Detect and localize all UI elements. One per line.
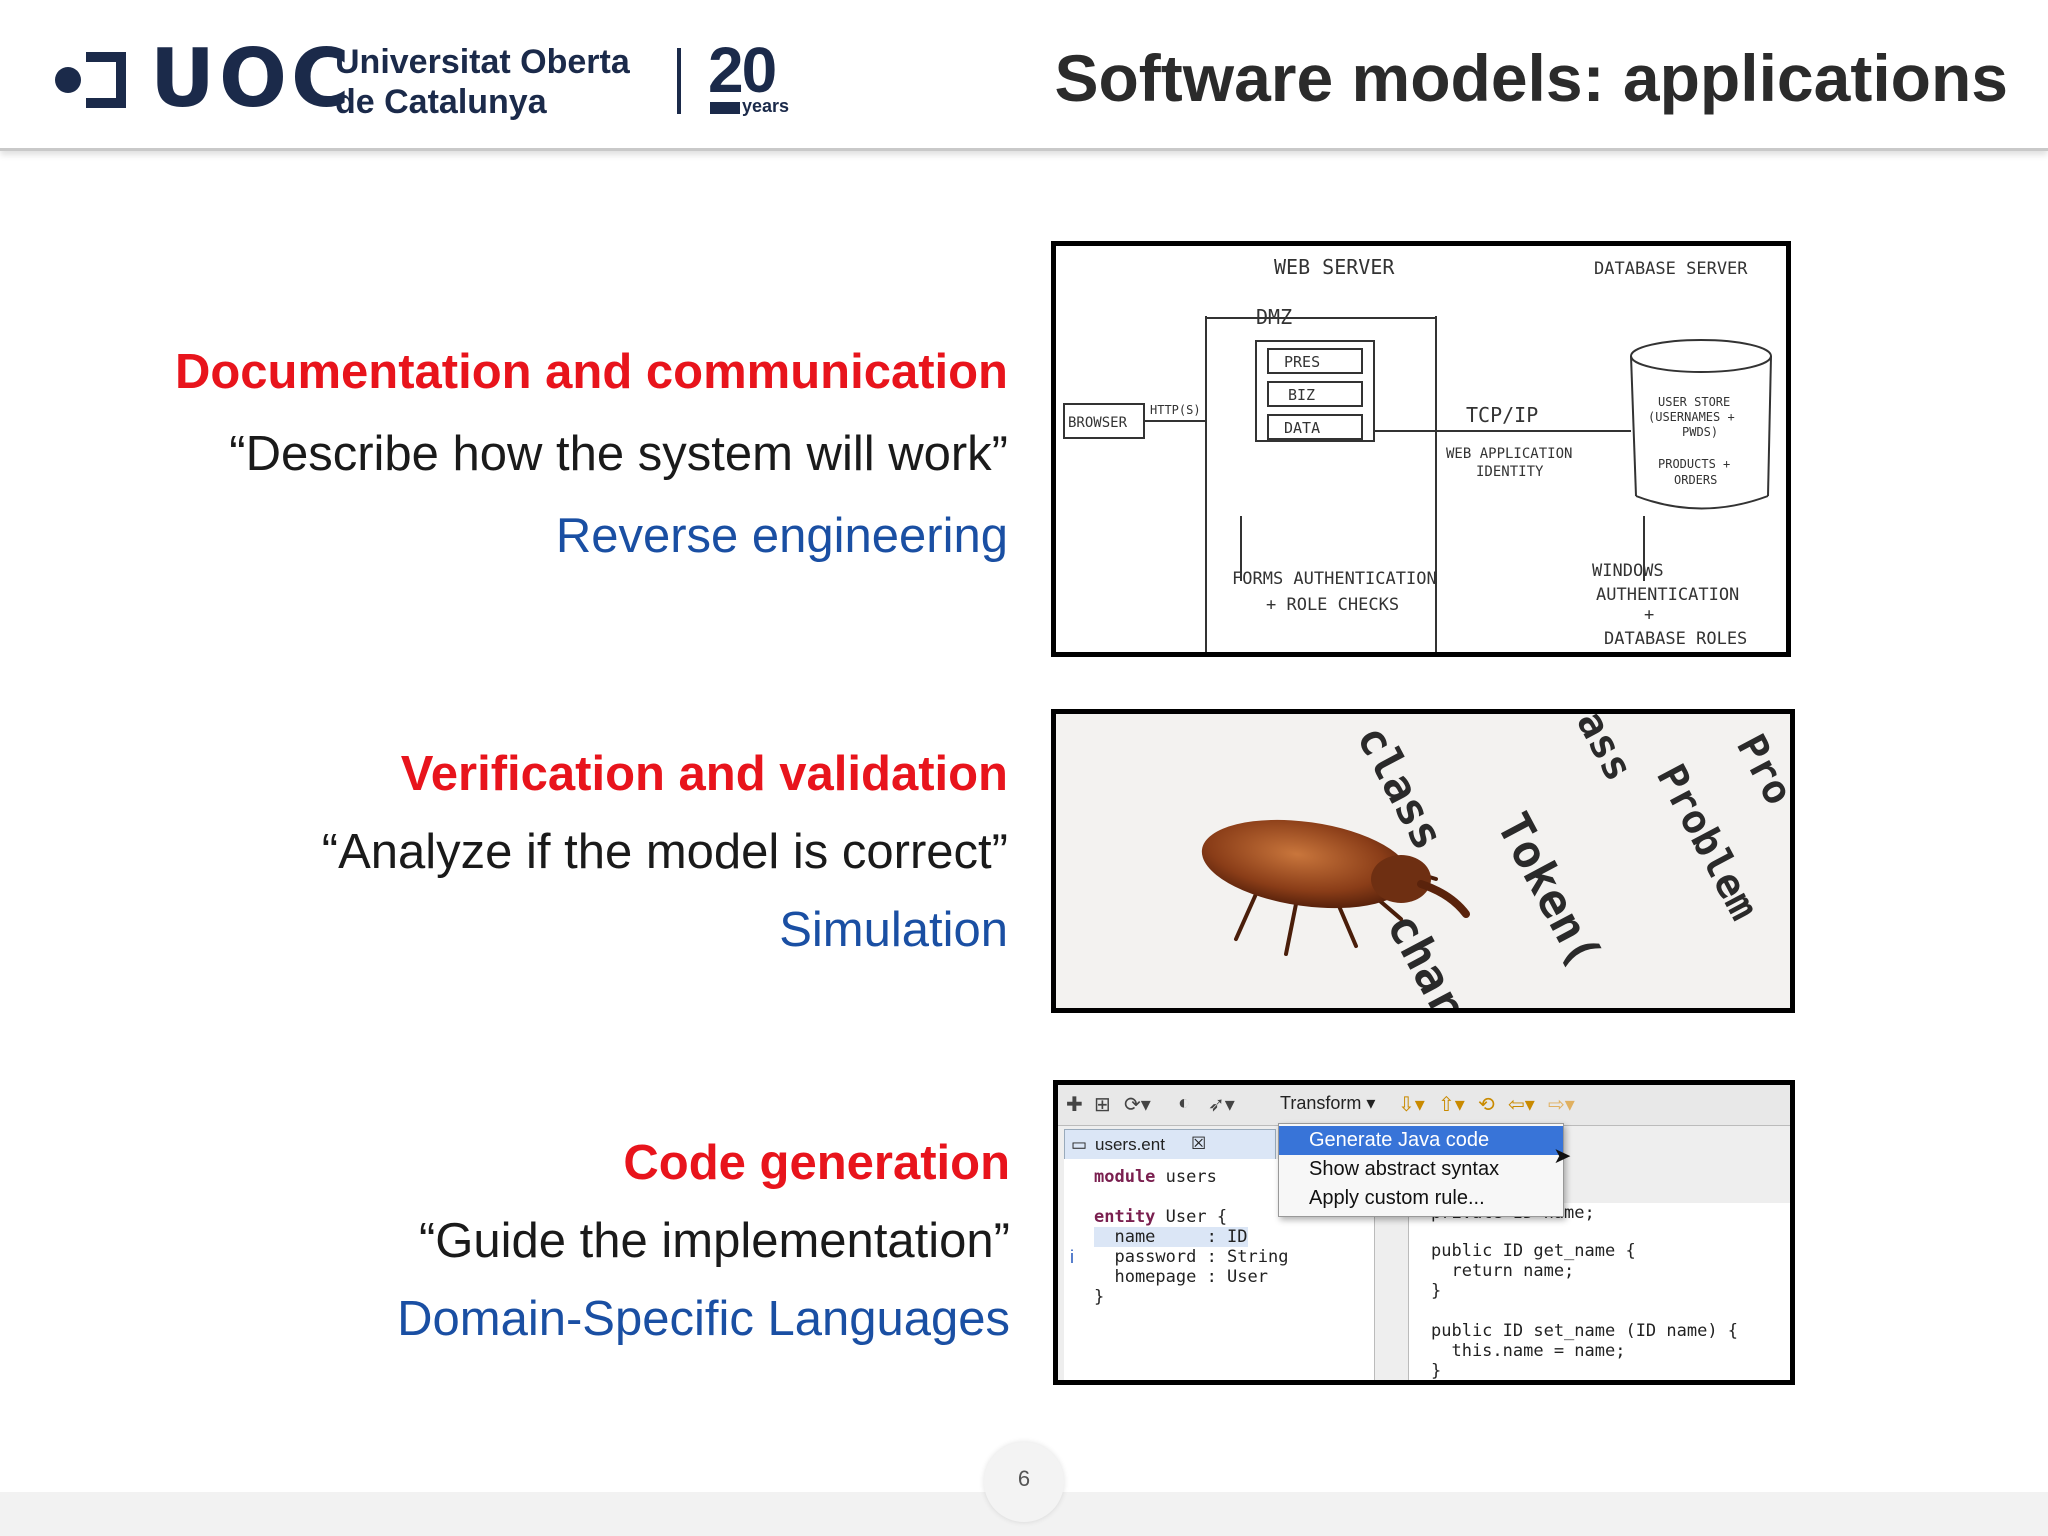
code-line: homepage : User bbox=[1094, 1267, 1268, 1287]
code-line: entity User { bbox=[1094, 1207, 1228, 1227]
sketch-label: BROWSER bbox=[1068, 415, 1128, 431]
bug-on-code-photo: class Token( char ass Problem Pro bbox=[1051, 709, 1795, 1013]
sketch-label: IDENTITY bbox=[1476, 464, 1544, 480]
section-quote: “Guide the implementation” bbox=[418, 1214, 1010, 1268]
section-code-generation: Code generation “Guide the implementatio… bbox=[397, 1135, 1010, 1347]
anniversary-bar bbox=[710, 102, 740, 114]
university-name-line1: Universitat Oberta bbox=[335, 43, 630, 81]
download-icon[interactable]: ⇩▾ bbox=[1398, 1094, 1425, 1116]
sketch-label: FORMS AUTHENTICATION bbox=[1232, 569, 1437, 589]
entity-editor[interactable]: module users entity User { name : ID pas… bbox=[1064, 1159, 1375, 1380]
arrow-right-icon[interactable]: ⇨▾ bbox=[1548, 1094, 1575, 1116]
section-quote: “Analyze if the model is correct” bbox=[321, 825, 1008, 879]
sketch-label: (USERNAMES + bbox=[1648, 410, 1735, 424]
section-technique: Simulation bbox=[779, 903, 1008, 957]
sketch-label: AUTHENTICATION bbox=[1596, 585, 1739, 605]
sketch-label: DATABASE ROLES bbox=[1604, 629, 1747, 649]
page-number-badge: 6 bbox=[984, 1442, 1064, 1522]
sketch-label: WINDOWS bbox=[1592, 561, 1664, 581]
sketch-label: PRODUCTS + bbox=[1658, 457, 1730, 471]
sketch-label: WEB SERVER bbox=[1274, 255, 1395, 279]
sketch-label: TCP/IP bbox=[1466, 403, 1538, 427]
section-technique: Reverse engineering bbox=[555, 509, 1008, 563]
university-name-line2: de Catalunya bbox=[335, 83, 547, 121]
sketch-label: HTTP(S) bbox=[1150, 403, 1201, 417]
logo-divider bbox=[677, 48, 681, 114]
transform-menu: Generate Java code Show abstract syntax … bbox=[1278, 1123, 1564, 1217]
section-technique: Domain-Specific Languages bbox=[397, 1292, 1010, 1346]
sketch-label: + ROLE CHECKS bbox=[1266, 595, 1399, 615]
section-quote: “Describe how the system will work” bbox=[229, 427, 1008, 481]
mouse-cursor-icon: ➤ bbox=[1553, 1143, 1572, 1168]
code-line: } bbox=[1094, 1287, 1105, 1307]
page-number: 6 bbox=[1017, 1466, 1031, 1491]
menu-item-show-abstract-syntax[interactable]: Show abstract syntax bbox=[1309, 1158, 1500, 1180]
code-line: this.name = name; bbox=[1431, 1341, 1626, 1361]
sketch-label: BIZ bbox=[1288, 386, 1315, 404]
sketch-label: DMZ bbox=[1256, 305, 1292, 329]
menu-item-generate-java[interactable]: Generate Java code bbox=[1279, 1126, 1563, 1155]
sketch-label: USER STORE bbox=[1658, 395, 1730, 409]
uoc-logo-text: UOC bbox=[150, 32, 354, 125]
sketch-label: DATABASE SERVER bbox=[1594, 259, 1748, 279]
menu-item-apply-custom-rule[interactable]: Apply custom rule... bbox=[1309, 1187, 1485, 1209]
architecture-sketch-image: WEB SERVER DMZ PRES BIZ DATA BROWSER HTT… bbox=[1051, 241, 1791, 657]
refresh-icon[interactable]: ⟳▾ bbox=[1124, 1094, 1151, 1116]
uoc-logo-icon bbox=[55, 52, 126, 108]
code-line: public ID get_name { bbox=[1431, 1241, 1636, 1261]
section-heading: Documentation and communication bbox=[174, 345, 1008, 399]
section-documentation: Documentation and communication “Describ… bbox=[175, 344, 1008, 564]
sketch-label: PRES bbox=[1284, 353, 1320, 371]
code-line: public ID set_name (ID name) { bbox=[1431, 1321, 1739, 1341]
arrow-left-icon[interactable]: ⇦▾ bbox=[1508, 1094, 1535, 1116]
architecture-sketch: WEB SERVER DMZ PRES BIZ DATA BROWSER HTT… bbox=[1063, 255, 1772, 652]
close-icon[interactable]: ☒ bbox=[1191, 1134, 1207, 1153]
editor-tab[interactable]: ▭ users.ent ☒ bbox=[1064, 1129, 1276, 1160]
section-verification: Verification and validation “Analyze if … bbox=[322, 746, 1008, 958]
sketch-label: WEB APPLICATION bbox=[1446, 446, 1572, 462]
code-line: } bbox=[1431, 1281, 1442, 1301]
tab-label: users.ent bbox=[1095, 1135, 1165, 1154]
section-heading: Verification and validation bbox=[400, 747, 1008, 801]
ide-screenshot: ✚ ⊞ ⟳▾ ◐ ➶▾ Transform ▾ ⇩▾ ⇧▾ ⟲ ⇦▾ ⇨▾ ▭ … bbox=[1053, 1080, 1795, 1385]
section-heading: Code generation bbox=[623, 1136, 1010, 1190]
grid-icon[interactable]: ⊞ bbox=[1094, 1094, 1111, 1116]
upload-icon[interactable]: ⇧▾ bbox=[1438, 1094, 1465, 1116]
sketch-label: DATA bbox=[1284, 419, 1320, 437]
slide-title: Software models: applications bbox=[1054, 41, 2008, 115]
java-output-editor[interactable]: private ID name; public ID get_name { re… bbox=[1408, 1203, 1790, 1381]
ide-toolbar: ✚ ⊞ ⟳▾ ◐ ➶▾ Transform ▾ ⇩▾ ⇧▾ ⟲ ⇦▾ ⇨▾ bbox=[1058, 1085, 1790, 1126]
sketch-label: + bbox=[1644, 605, 1654, 625]
code-line: } bbox=[1431, 1361, 1442, 1381]
anniversary-word: years bbox=[742, 96, 790, 116]
run-icon[interactable]: ➶▾ bbox=[1208, 1094, 1235, 1116]
back-icon[interactable]: ⟲ bbox=[1478, 1094, 1495, 1116]
code-line: return name; bbox=[1431, 1261, 1575, 1281]
new-file-icon[interactable]: ✚ bbox=[1066, 1094, 1083, 1116]
sketch-label: PWDS) bbox=[1682, 425, 1718, 439]
sketch-label: ORDERS bbox=[1674, 473, 1717, 487]
bug-photo-illustration: class Token( char ass Problem Pro bbox=[1056, 714, 1790, 1008]
transform-dropdown[interactable]: Transform ▾ bbox=[1280, 1093, 1376, 1113]
code-module-name: users bbox=[1165, 1167, 1217, 1187]
info-icon: i bbox=[1070, 1247, 1074, 1267]
code-line: module users bbox=[1094, 1167, 1217, 1187]
slide-header: UOC Universitat Oberta de Catalunya 20 y… bbox=[0, 0, 2048, 151]
file-icon: ▭ bbox=[1071, 1135, 1088, 1154]
globe-icon[interactable]: ◐ bbox=[1178, 1092, 1191, 1114]
code-line: password : String bbox=[1094, 1247, 1289, 1267]
university-name: Universitat Oberta de Catalunya bbox=[335, 42, 630, 122]
anniversary-number: 20 bbox=[708, 34, 777, 106]
code-line-selected: name : ID bbox=[1094, 1227, 1248, 1247]
